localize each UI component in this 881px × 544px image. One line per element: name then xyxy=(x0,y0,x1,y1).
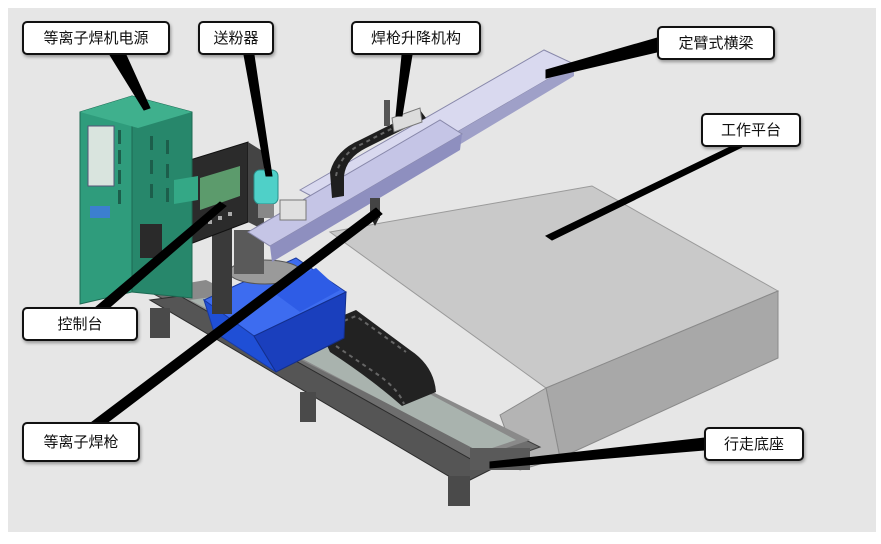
cabinet-display xyxy=(90,206,110,218)
label-powder-feeder-text: 送粉器 xyxy=(213,28,259,47)
label-control-console: 控制台 xyxy=(22,307,138,341)
base-drag-chain xyxy=(318,310,436,406)
label-powder-feeder: 送粉器 xyxy=(198,21,274,55)
label-work-table: 工作平台 xyxy=(701,113,801,147)
label-cantilever-beam: 定臂式横梁 xyxy=(657,26,775,60)
label-control-console-text: 控制台 xyxy=(57,314,103,333)
powder-feeder xyxy=(253,169,279,218)
label-travel-base: 行走底座 xyxy=(704,427,804,461)
base-foot-1 xyxy=(150,308,170,338)
label-power-supply-text: 等离子焊机电源 xyxy=(43,28,149,47)
base-foot-3 xyxy=(448,476,470,506)
label-torch-lift-text: 焊枪升降机构 xyxy=(370,28,461,47)
control-console xyxy=(189,141,264,314)
label-torch-lift: 焊枪升降机构 xyxy=(351,21,481,55)
cabinet-grille xyxy=(140,224,162,258)
leader-lines xyxy=(90,37,743,469)
lift-bracket xyxy=(391,107,423,133)
label-work-table-text: 工作平台 xyxy=(720,120,781,139)
cabinet-panel xyxy=(87,125,115,187)
cabinet-top xyxy=(80,96,192,128)
leader-feeder xyxy=(243,54,273,177)
console-pole xyxy=(212,214,232,314)
console-screen xyxy=(200,166,240,210)
label-plasma-torch: 等离子焊枪 xyxy=(22,422,140,462)
leader-lift xyxy=(395,54,413,117)
base-foot-2 xyxy=(300,392,316,422)
leader-power xyxy=(109,54,151,111)
lift-post xyxy=(384,100,390,126)
beam-carriage xyxy=(279,199,307,221)
cabinet-vents xyxy=(118,130,169,204)
beam-lower-front xyxy=(270,134,462,262)
pedestal-hump xyxy=(270,268,340,312)
label-travel-base-text: 行走底座 xyxy=(723,434,784,453)
cabinet-shelf xyxy=(174,176,198,204)
leader-table xyxy=(544,146,743,241)
label-plasma-torch-text: 等离子焊枪 xyxy=(43,432,119,451)
cantilever-beam xyxy=(247,49,576,262)
label-power-supply: 等离子焊机电源 xyxy=(22,21,170,55)
label-cantilever-beam-text: 定臂式横梁 xyxy=(678,33,754,52)
torch-lift xyxy=(370,100,423,226)
torch-body xyxy=(370,198,380,218)
pedestal-side xyxy=(253,291,347,373)
